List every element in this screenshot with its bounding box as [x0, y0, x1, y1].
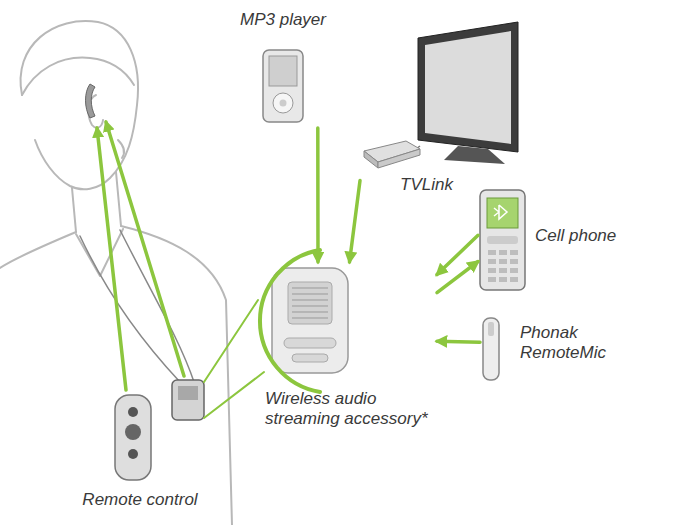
- phone-screen: [487, 198, 518, 228]
- hearing-aid: [86, 84, 96, 118]
- signal-arrow: [350, 181, 361, 262]
- device-node: Wireless audio streaming accessory*: [262, 262, 437, 442]
- hair-line: [22, 58, 134, 95]
- device-label: Remote control: [65, 490, 215, 510]
- collar-line: [76, 229, 123, 276]
- neck-streamer-grill: [178, 386, 198, 400]
- signal-arrow: [437, 341, 480, 342]
- zoom-line: [204, 300, 258, 382]
- streamer-icon: [272, 268, 348, 373]
- device-label: Phonak RemoteMic: [520, 323, 620, 363]
- remote-button: [125, 424, 141, 440]
- device-node: Remote control: [65, 390, 215, 515]
- device-label: Cell phone: [535, 226, 625, 246]
- mp3-screen: [269, 56, 297, 86]
- tv-icon: [364, 22, 518, 168]
- signal-lines: [97, 122, 320, 418]
- bluetooth-icon: [494, 205, 507, 219]
- tv-screen: [425, 31, 511, 144]
- device-node: Phonak RemoteMic: [480, 315, 620, 383]
- tv-stand: [444, 146, 505, 164]
- mp3-button: [280, 100, 287, 107]
- phone-body: [480, 190, 525, 290]
- lanyard-line: [120, 230, 194, 382]
- signal-arrow: [106, 122, 184, 376]
- streamer-button: [284, 338, 336, 348]
- tv-frame: [418, 22, 518, 152]
- zoom-arc: [260, 250, 320, 392]
- device-label: Wireless audio streaming accessory*: [265, 389, 437, 429]
- phone-keypad: [488, 250, 518, 282]
- streamer-body: [272, 268, 348, 373]
- remote-body: [115, 395, 151, 480]
- device-label: TVLink: [400, 175, 480, 195]
- remote-control-icon: [115, 395, 151, 480]
- device-node: MP3 player: [223, 8, 343, 128]
- mp3-player-icon: [263, 50, 303, 122]
- shoulder-line: [0, 232, 76, 268]
- face-line: [118, 140, 124, 158]
- person-outline: [0, 21, 232, 525]
- device-node: TVLink: [360, 15, 525, 195]
- tvlink-side: [378, 149, 420, 168]
- device-label: MP3 player: [223, 10, 343, 30]
- neck-streamer: [172, 380, 204, 420]
- remote-mic-body: [483, 318, 499, 380]
- remote-button: [128, 407, 138, 417]
- remote-button: [128, 449, 138, 459]
- signal-arrow: [316, 128, 320, 262]
- streamer-button: [292, 354, 328, 362]
- remote-mic-clip: [488, 322, 494, 336]
- signal-arrow: [437, 262, 478, 293]
- device-node: Cell phone: [478, 188, 628, 293]
- neck-line: [72, 188, 76, 232]
- streamer-grill: [288, 282, 332, 324]
- streamer-grill-lines: [292, 288, 328, 318]
- mp3-body: [263, 50, 303, 122]
- neck-streamer-body: [172, 380, 204, 420]
- phone-key: [487, 236, 518, 244]
- signal-arrow: [437, 235, 478, 274]
- tvlink-side: [364, 151, 378, 168]
- remote-mic-icon: [483, 318, 499, 380]
- cell-phone-icon: [480, 190, 525, 290]
- neck-line: [116, 172, 121, 226]
- mp3-wheel: [273, 93, 293, 113]
- zoom-line: [204, 372, 264, 418]
